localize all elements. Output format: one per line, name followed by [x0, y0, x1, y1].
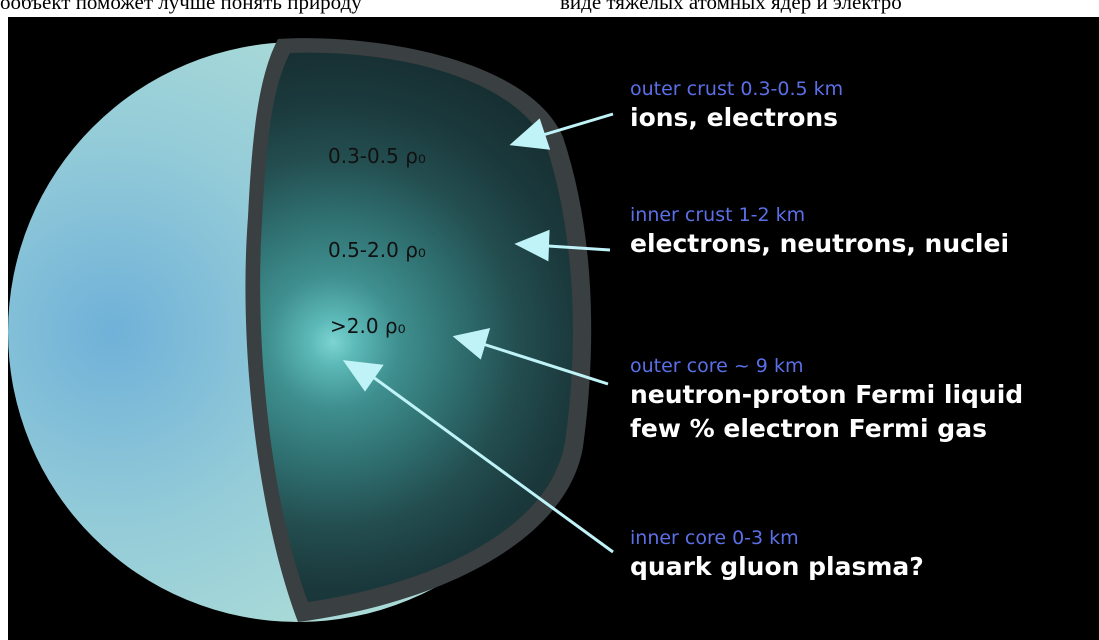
density-label-outer: 0.3-0.5 ρ₀	[328, 144, 426, 168]
arrow-outer-core-shaft	[482, 342, 609, 386]
neutron-star-figure: 0.3-0.5 ρ₀ 0.5-2.0 ρ₀ >2.0 ρ₀ outer crus…	[8, 17, 1099, 640]
label-inner-crust-subtitle: inner crust 1-2 km	[630, 204, 806, 226]
header-text-right: виде тяжелых атомных ядер и электро	[560, 0, 902, 14]
label-inner-core: inner core 0-3 km quark gluon plasma?	[630, 526, 924, 584]
label-outer-crust-subtitle: outer crust 0.3-0.5 km	[630, 78, 844, 100]
label-outer-core-subtitle: outer core ~ 9 km	[630, 355, 804, 377]
label-inner-crust-text: electrons, neutrons, nuclei	[630, 229, 1010, 258]
label-outer-crust: outer crust 0.3-0.5 km ions, electrons	[630, 77, 843, 135]
arrow-inner-core-shaft	[372, 375, 614, 554]
label-inner-core-text: quark gluon plasma?	[630, 552, 924, 581]
label-outer-crust-text: ions, electrons	[630, 103, 839, 132]
arrows	[342, 112, 614, 554]
label-outer-core-line-2: few % electron Fermi gas	[630, 414, 987, 443]
arrow-outer-core-head	[452, 327, 491, 360]
label-outer-core: outer core ~ 9 km neutron-proton Fermi l…	[630, 354, 1023, 446]
header-text-left: ообъект поможет лучше понять природу	[0, 0, 362, 14]
label-inner-core-subtitle: inner core 0-3 km	[630, 527, 799, 549]
density-label-core: >2.0 ρ₀	[330, 314, 406, 338]
neutron-star-diagram: 0.3-0.5 ρ₀ 0.5-2.0 ρ₀ >2.0 ρ₀	[8, 38, 614, 622]
arrow-outer-crust-head	[509, 118, 551, 150]
arrow-inner-core-head	[342, 360, 384, 392]
arrow-outer-crust-shaft	[542, 112, 614, 137]
arrow-inner-crust-head	[514, 229, 550, 262]
arrow-inner-crust-shaft	[547, 244, 611, 252]
label-inner-crust: inner crust 1-2 km electrons, neutrons, …	[630, 203, 1009, 261]
label-outer-core-line-1: neutron-proton Fermi liquid	[630, 380, 1024, 409]
density-label-inner: 0.5-2.0 ρ₀	[328, 238, 426, 262]
